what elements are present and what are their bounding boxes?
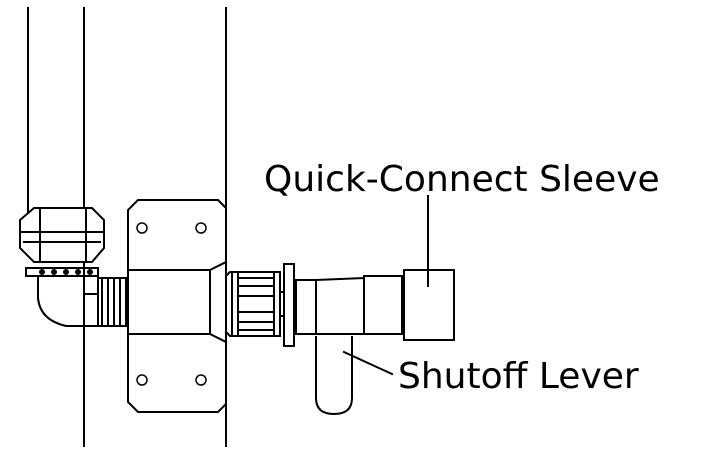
flange-screw-hole-top-left [136, 222, 148, 234]
wall-flange [127, 199, 228, 413]
hex-adapter [224, 271, 281, 337]
lever-leader-line [342, 350, 394, 376]
collar-washer [279, 263, 295, 347]
compression-nut [19, 207, 105, 277]
threaded-nipple [97, 277, 127, 327]
shutoff-lever [315, 336, 353, 416]
flange-screw-hole-bottom-left [136, 374, 148, 386]
lever-label: Shutoff Lever [398, 356, 639, 397]
flange-screw-hole-top-right [195, 222, 207, 234]
flange-screw-hole-bottom-right [195, 374, 207, 386]
elbow-fitting [37, 277, 101, 327]
valve-body [295, 275, 403, 335]
sleeve-label: Quick-Connect Sleeve [264, 159, 660, 200]
